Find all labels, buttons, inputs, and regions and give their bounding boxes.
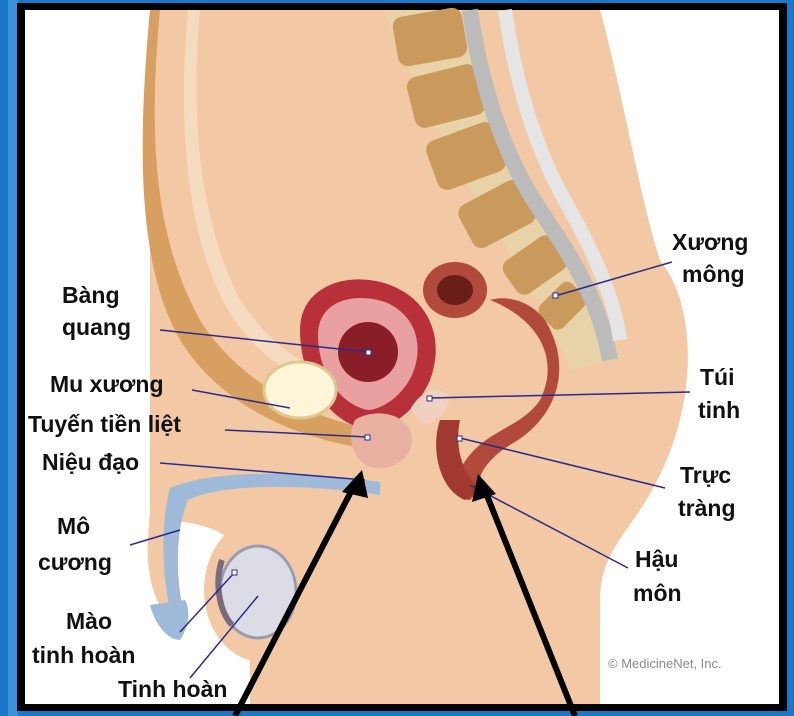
label-mu-xuong: Mu xương: [50, 371, 164, 397]
label-truc-trang-2: tràng: [678, 495, 736, 521]
label-xuong-mong-2: mông: [682, 261, 745, 287]
label-bang-quang-1: Bàng: [62, 282, 120, 308]
label-truc-trang-1: Trực: [680, 462, 731, 488]
label-mo-cuong-2: cương: [38, 549, 112, 575]
label-tinh-hoan: Tinh hoàn: [118, 676, 227, 702]
pubic-bone: [264, 362, 336, 418]
label-xuong-mong-1: Xương: [672, 229, 748, 255]
label-hau-mon-1: Hậu: [635, 546, 678, 572]
label-tui-tinh-2: tinh: [698, 397, 740, 423]
label-bang-quang-2: quang: [62, 314, 131, 340]
label-mao-tinh-hoan-2: tinh hoàn: [32, 642, 135, 668]
label-nieu-dao: Niệu đạo: [42, 449, 139, 475]
label-tuyen-tien-liet: Tuyến tiền liệt: [28, 411, 181, 437]
copyright-credit: © MedicineNet, Inc.: [608, 656, 722, 671]
label-hau-mon-2: môn: [633, 580, 682, 606]
label-tui-tinh-1: Túi: [700, 364, 735, 390]
frame-glow-left: [8, 0, 18, 716]
label-mao-tinh-hoan-1: Mào: [66, 608, 112, 634]
label-mo-cuong-1: Mô: [57, 513, 90, 539]
